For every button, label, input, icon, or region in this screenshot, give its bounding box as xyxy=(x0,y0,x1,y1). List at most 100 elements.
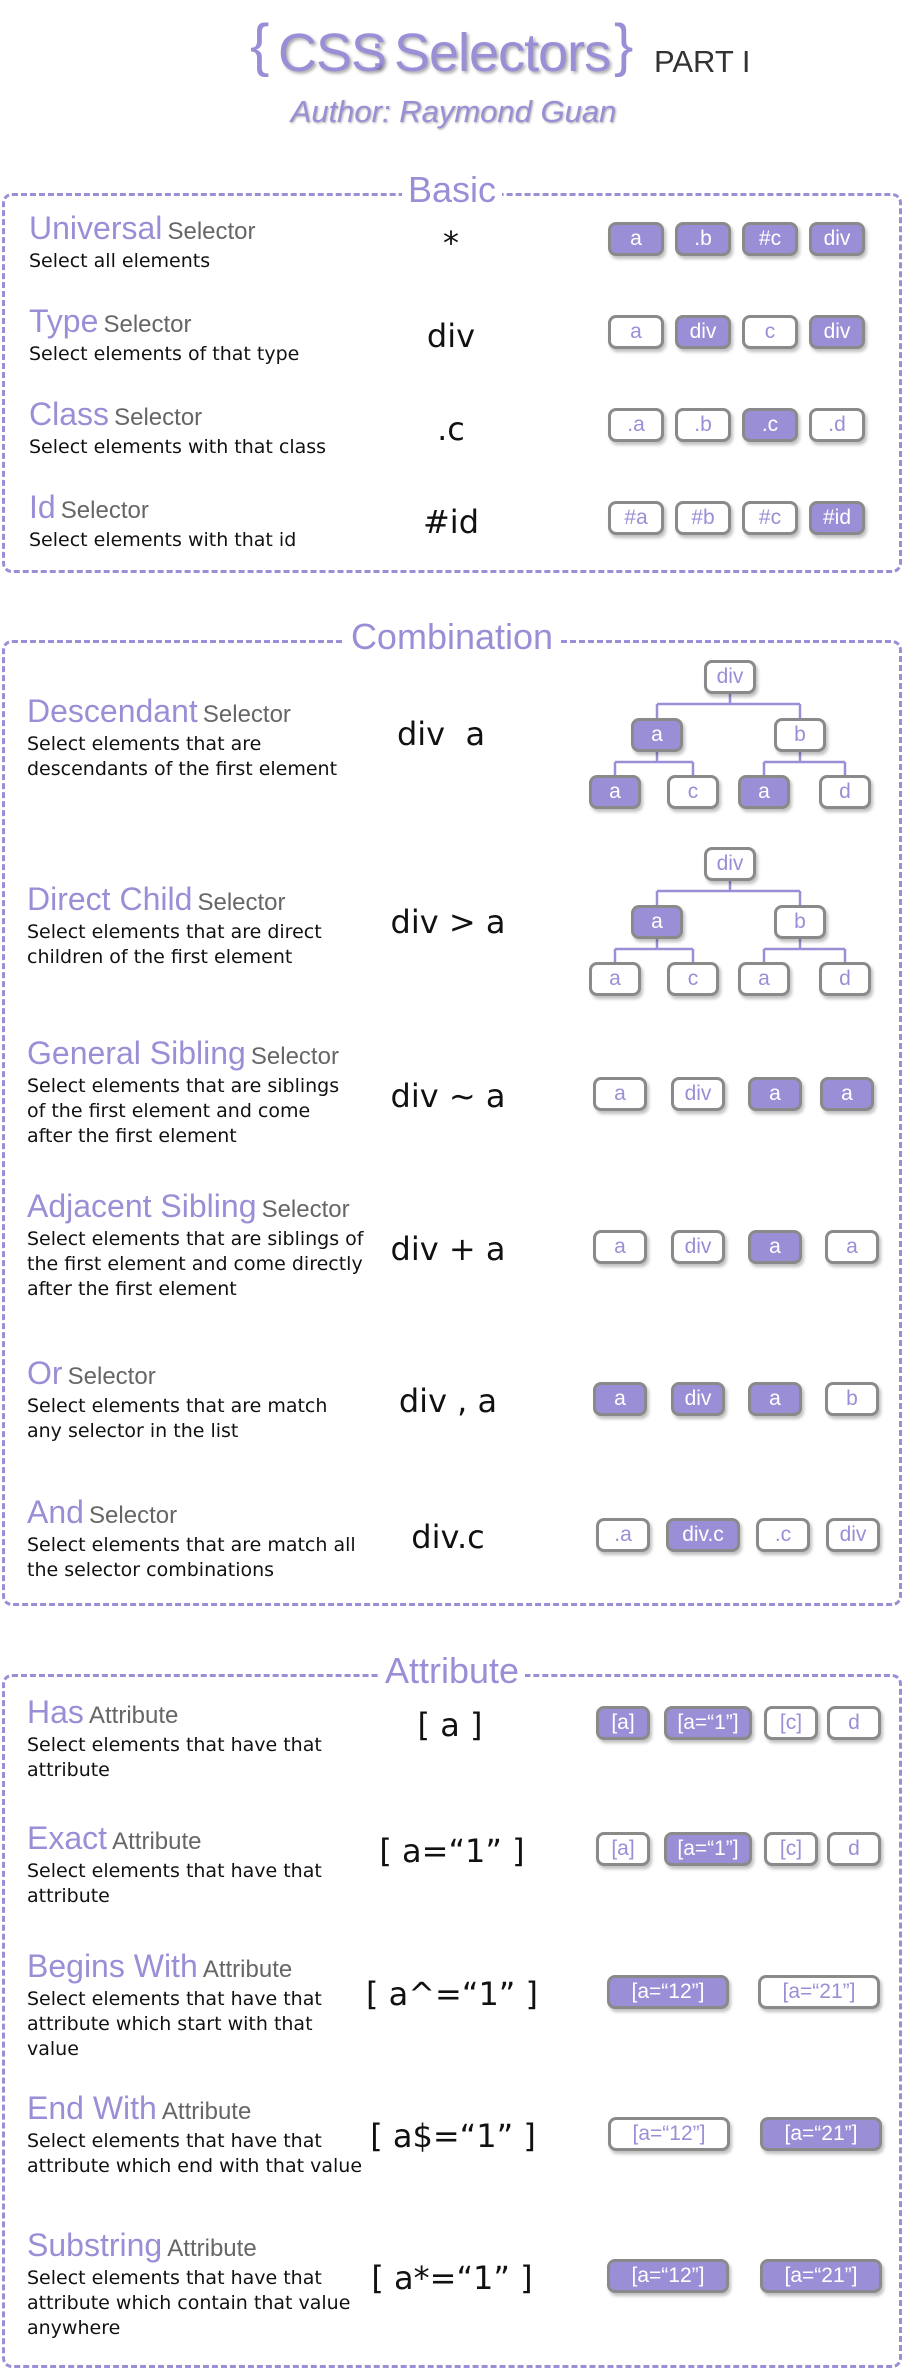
selector-name-kind: Attribute xyxy=(202,1956,293,1983)
example-element-selected: [a=“12”] xyxy=(607,1975,729,2009)
selector-description: Select elements that have that attribute… xyxy=(27,2267,351,2339)
title-brace-close: } xyxy=(614,13,634,78)
example-element-selected: div.c xyxy=(666,1518,740,1552)
selector-description: Select elements that are direct children… xyxy=(27,921,322,968)
example-element: c xyxy=(742,315,798,349)
selector-name: End With Attribute xyxy=(27,2092,251,2124)
selector-name-kind: Attribute xyxy=(167,2235,257,2262)
selector-description: Select elements that have that attribute… xyxy=(27,2130,363,2177)
selector-name: Id Selector xyxy=(29,491,149,523)
example-element-selected: .c xyxy=(742,408,798,442)
selector-name-main: Class xyxy=(29,396,110,432)
selector-name-main: Id xyxy=(29,489,56,525)
selector-name-kind: Selector xyxy=(67,1363,156,1390)
tree-node: a xyxy=(589,962,641,996)
example-element-selected: div xyxy=(809,315,865,349)
example-element-selected: [a=“1”] xyxy=(664,1832,752,1866)
selector-description: Select elements that are siblings of the… xyxy=(27,1075,340,1147)
example-element: [a] xyxy=(596,1832,650,1866)
example-element: .a xyxy=(596,1518,650,1552)
title-brace-open: { xyxy=(250,13,270,78)
selector-name-main: And xyxy=(27,1494,84,1530)
tree-node: b xyxy=(774,905,826,939)
selector-syntax: .c xyxy=(437,410,465,448)
selector-syntax: [ a*=“1” ] xyxy=(371,2259,533,2297)
tree-node: c xyxy=(667,775,719,809)
example-element-selected: div xyxy=(675,315,731,349)
section-combination: Combination xyxy=(2,617,902,1606)
selector-name-main: Has xyxy=(27,1694,84,1730)
example-element-selected: a xyxy=(593,1382,647,1416)
example-element: [a=“21”] xyxy=(758,1975,880,2009)
selector-name-kind: Selector xyxy=(202,701,291,728)
example-element: d xyxy=(827,1706,881,1740)
selector-syntax: div + a xyxy=(390,1230,506,1268)
selector-description: Select elements with that id xyxy=(29,529,297,551)
example-element-selected: a xyxy=(748,1077,802,1111)
example-element-selected: [a=“21”] xyxy=(760,2117,882,2151)
selector-name-kind: Attribute xyxy=(112,1828,202,1855)
selector-name: Direct Child Selector xyxy=(27,883,286,915)
example-element: a xyxy=(593,1230,647,1264)
selector-syntax: #id xyxy=(422,503,480,541)
selector-name-main: End With xyxy=(27,2090,157,2126)
selector-name-kind: Selector xyxy=(60,497,149,524)
selector-name: Begins With Attribute xyxy=(27,1950,292,1982)
selector-syntax: div > a xyxy=(390,903,506,941)
selector-name-main: Universal xyxy=(29,210,163,246)
selector-name-kind: Selector xyxy=(167,218,256,245)
selector-name-main: Descendant xyxy=(27,693,198,729)
example-element: b xyxy=(825,1382,879,1416)
selector-name-kind: Selector xyxy=(114,404,203,431)
example-element: div xyxy=(671,1077,725,1111)
example-element-selected: #id xyxy=(809,501,865,535)
selector-name-main: Adjacent Sibling xyxy=(27,1188,257,1224)
example-element-selected: [a=“12”] xyxy=(607,2259,729,2293)
tree-node: b xyxy=(774,718,826,752)
selector-name: Adjacent Sibling Selector xyxy=(27,1190,350,1222)
tree-node-root: div xyxy=(704,847,756,881)
selector-name-kind: Selector xyxy=(250,1043,339,1070)
selector-name-kind: Selector xyxy=(89,1502,178,1529)
selector-syntax: div.c xyxy=(411,1518,485,1556)
tree-node: a xyxy=(738,962,790,996)
selector-syntax: * xyxy=(443,224,459,262)
example-element: [c] xyxy=(764,1706,818,1740)
selector-syntax: div xyxy=(426,317,476,355)
example-element-selected: [a=“21”] xyxy=(760,2259,882,2293)
tree-node: c xyxy=(667,962,719,996)
example-element-selected: div xyxy=(671,1382,725,1416)
selector-syntax: [ a=“1” ] xyxy=(379,1832,525,1870)
example-element-selected: [a] xyxy=(596,1706,650,1740)
selector-description: Select elements that are match all the s… xyxy=(27,1534,356,1581)
selector-name-main: Or xyxy=(27,1355,63,1391)
selector-name: General Sibling Selector xyxy=(27,1037,339,1069)
example-element: #c xyxy=(742,501,798,535)
selector-syntax: [ a^=“1” ] xyxy=(365,1975,539,2013)
selector-description: Select elements with that class xyxy=(29,436,327,458)
tree-node-selected: a xyxy=(738,775,790,809)
selector-description: Select elements that are siblings of the… xyxy=(27,1228,364,1300)
selector-description: Select elements that have that attribute xyxy=(27,1860,322,1907)
page-header: { CSS : Selectors } PART I Author: Raymo… xyxy=(0,0,907,150)
example-element-selected: #c xyxy=(742,222,798,256)
section-basic: Basic xyxy=(2,170,902,573)
example-element-selected: a xyxy=(748,1382,802,1416)
tree-node: d xyxy=(819,775,871,809)
selector-name: Exact Attribute xyxy=(27,1822,202,1854)
selector-syntax: div ~ a xyxy=(390,1077,506,1115)
selector-name: Universal Selector xyxy=(29,212,256,244)
selector-name-main: Direct Child xyxy=(27,881,193,917)
example-element: div xyxy=(671,1230,725,1264)
selector-name-kind: Attribute xyxy=(89,1702,179,1729)
example-element: #a xyxy=(608,501,664,535)
selector-name-main: Type xyxy=(29,303,99,339)
example-element-selected: a xyxy=(820,1077,874,1111)
selector-name: Substring Attribute xyxy=(27,2229,257,2261)
example-element: #b xyxy=(675,501,731,535)
selector-description: Select elements that have that attribute xyxy=(27,1734,322,1781)
title-css: CSS xyxy=(278,23,387,83)
tree-node-selected: a xyxy=(631,718,683,752)
